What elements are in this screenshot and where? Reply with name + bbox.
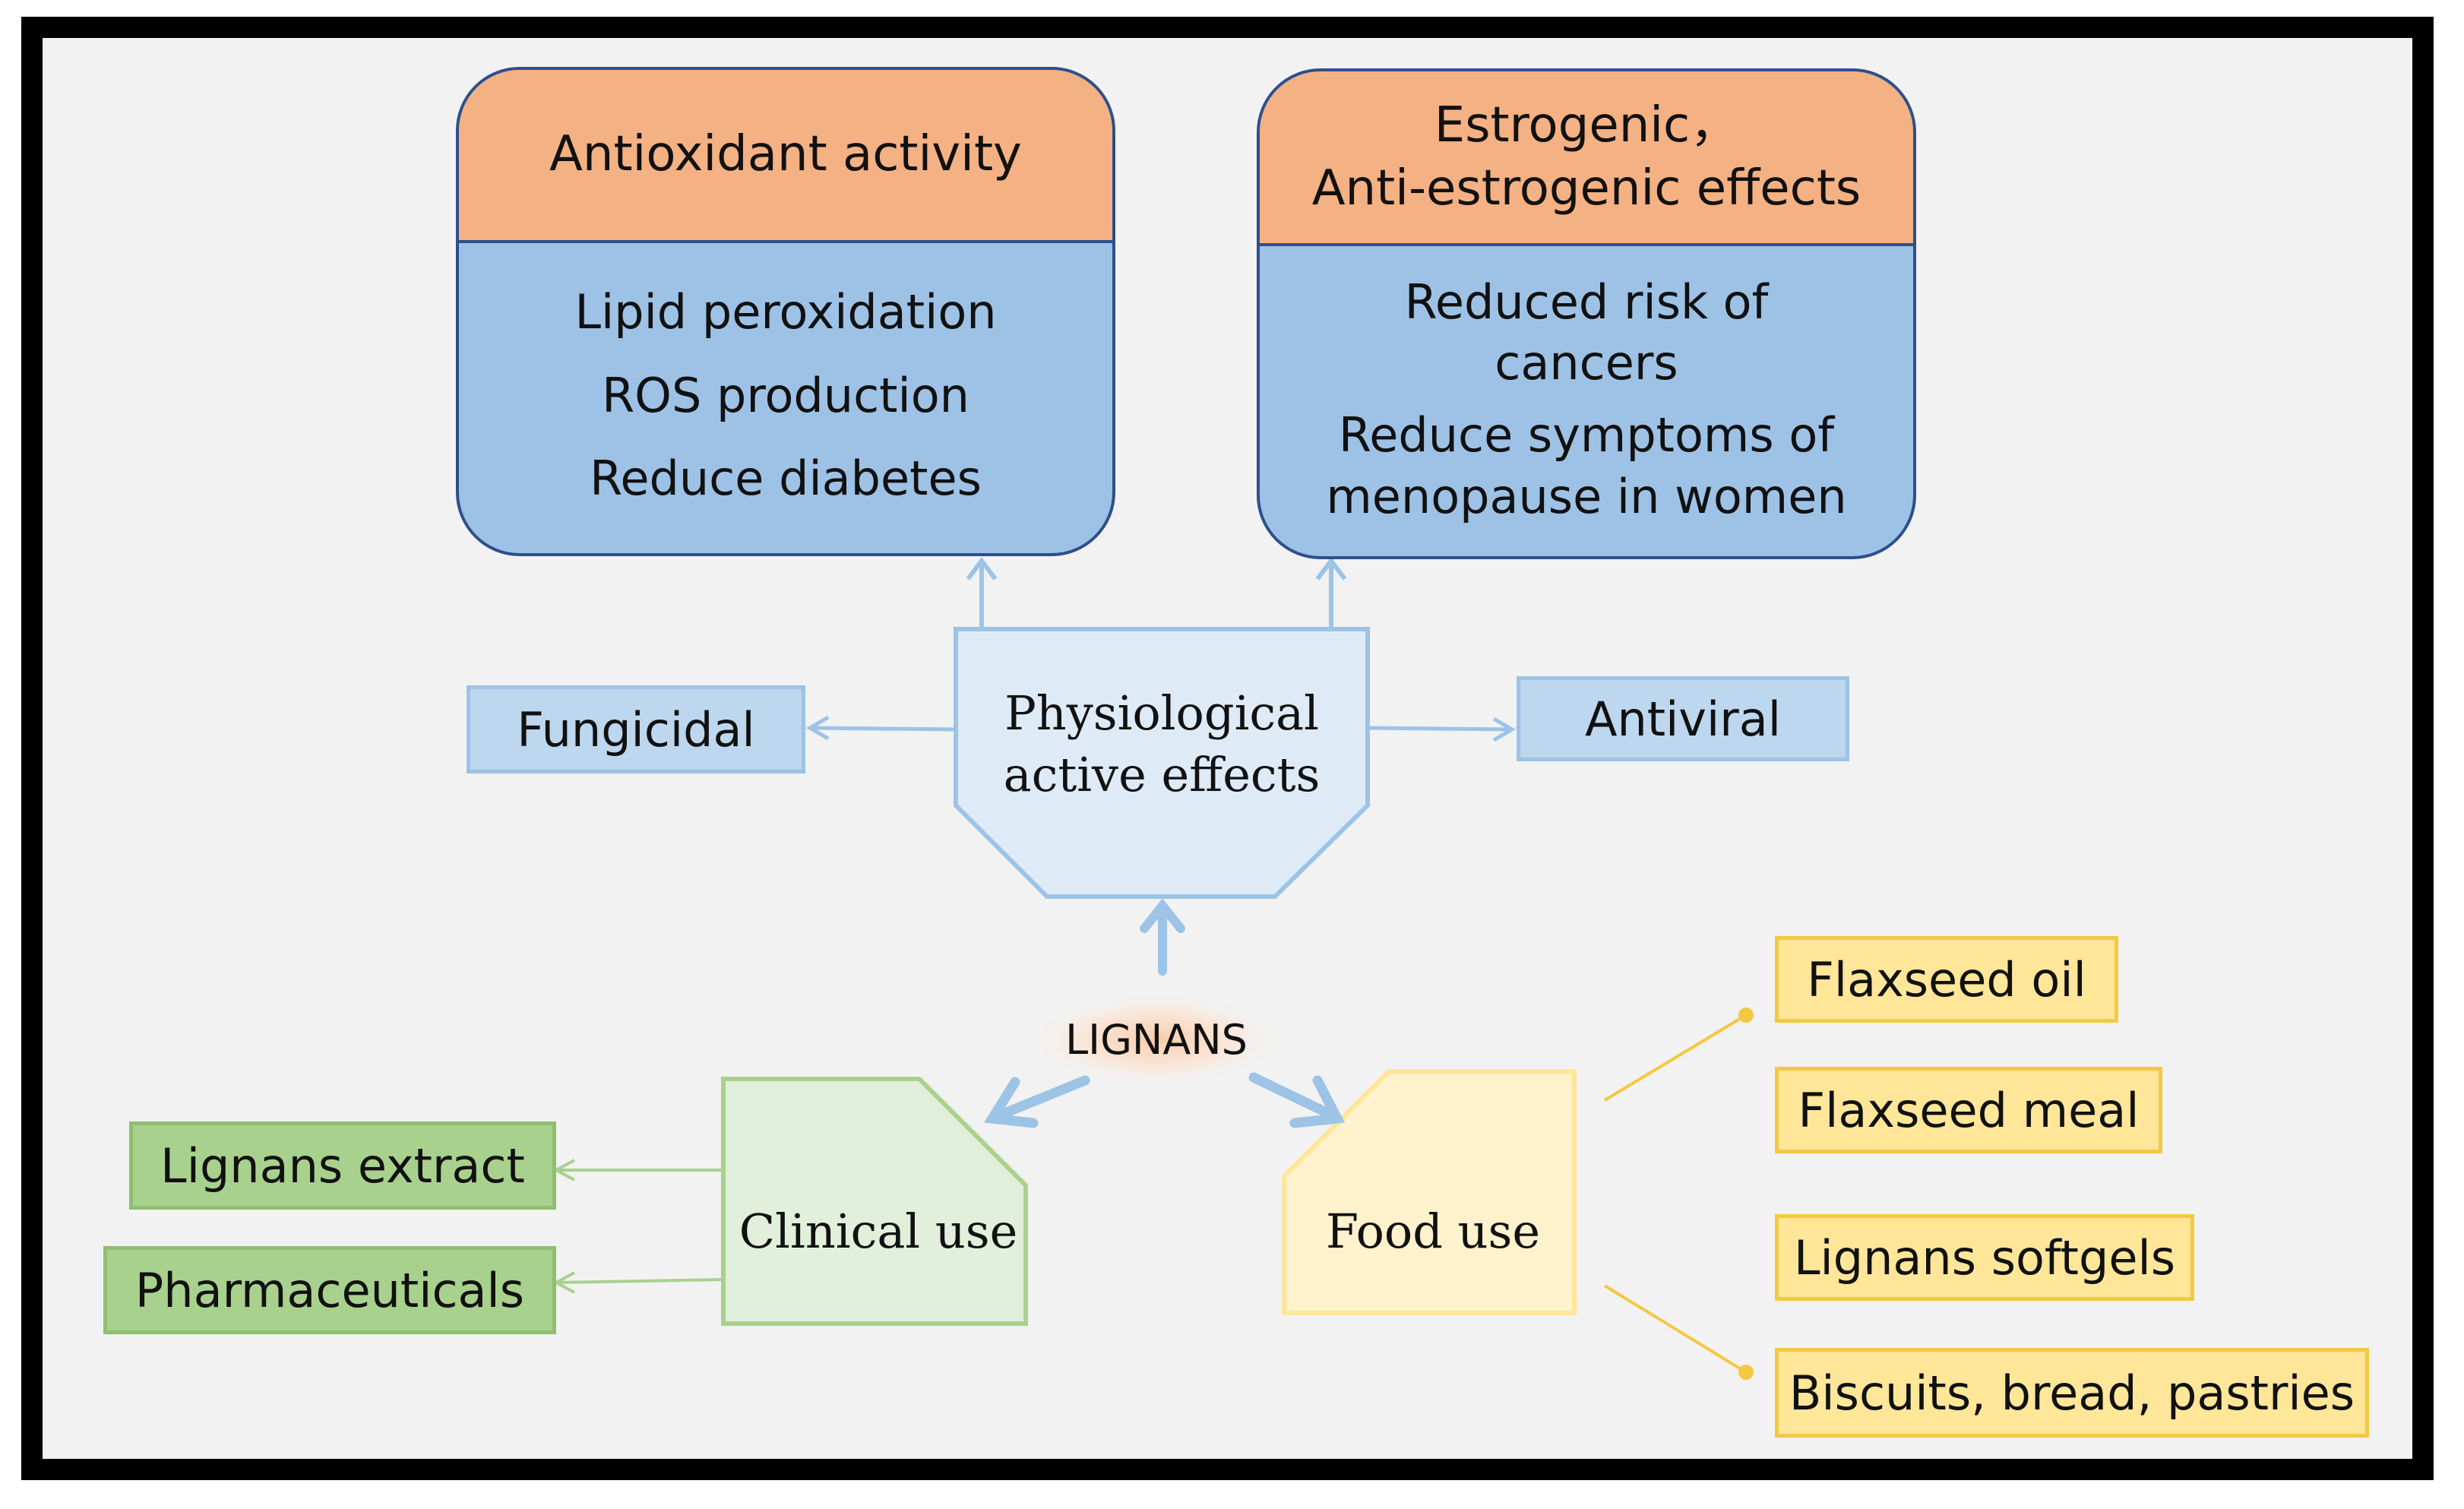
estrogenic-title-line2: Anti-estrogenic effects bbox=[1311, 160, 1861, 217]
antiviral-box: Antiviral bbox=[1517, 676, 1849, 761]
lignans-root: LIGNANS bbox=[1035, 1009, 1278, 1070]
clinical-use-shape bbox=[721, 1077, 1028, 1326]
food-use-text: Food use bbox=[1325, 1203, 1541, 1259]
line-to-biscuits bbox=[1603, 1284, 1754, 1380]
diagram-frame bbox=[21, 17, 2434, 1480]
clinical-use-text: Clinical use bbox=[739, 1203, 1018, 1259]
arrow-to-estrogenic bbox=[1315, 557, 1347, 629]
physiological-line2: active effects bbox=[1003, 747, 1321, 802]
food-use-label: Food use bbox=[1292, 1193, 1574, 1269]
line-to-flaxseed-oil bbox=[1603, 1008, 1754, 1102]
antioxidant-title: Antioxidant activity bbox=[549, 126, 1022, 183]
estrogenic-item-menopause: Reduce symptoms of menopause in women bbox=[1326, 405, 1846, 527]
estrogenic-item-cancer: Reduced risk of cancers bbox=[1405, 272, 1769, 394]
estrogenic-item-menopause-line2: menopause in women bbox=[1326, 468, 1847, 524]
physiological-effects-label: Physiological active effects bbox=[956, 669, 1368, 821]
biscuits-box: Biscuits, bread, pastries bbox=[1775, 1348, 2369, 1438]
lignans-extract-label: Lignans extract bbox=[160, 1137, 525, 1194]
physiological-effects-shape bbox=[954, 627, 1370, 899]
estrogenic-item-cancer-line1: Reduced risk of bbox=[1404, 274, 1769, 330]
antioxidant-card-header: Antioxidant activity bbox=[459, 70, 1112, 243]
pharmaceuticals-label: Pharmaceuticals bbox=[134, 1262, 525, 1318]
estrogenic-card: Estrogenic， Anti-estrogenic effects Redu… bbox=[1257, 68, 1916, 559]
antioxidant-card: Antioxidant activity Lipid peroxidation … bbox=[456, 67, 1115, 556]
arrow-to-antioxidant bbox=[966, 557, 998, 629]
lignans-label: LIGNANS bbox=[1065, 1015, 1248, 1064]
lignans-softgels-box: Lignans softgels bbox=[1775, 1214, 2194, 1301]
arrow-to-pharmaceuticals bbox=[552, 1271, 724, 1294]
estrogenic-card-body: Reduced risk of cancers Reduce symptoms … bbox=[1260, 246, 1913, 556]
lignans-extract-box: Lignans extract bbox=[129, 1121, 556, 1210]
flaxseed-oil-box: Flaxseed oil bbox=[1775, 936, 2118, 1023]
arrow-lignans-to-food bbox=[1248, 1072, 1346, 1128]
flaxseed-meal-box: Flaxseed meal bbox=[1775, 1067, 2162, 1153]
antioxidant-card-body: Lipid peroxidation ROS production Reduce… bbox=[459, 243, 1112, 553]
arrow-lignans-to-clinical bbox=[984, 1075, 1090, 1128]
flaxseed-oil-label: Flaxseed oil bbox=[1807, 951, 2086, 1008]
fungicidal-box: Fungicidal bbox=[467, 685, 805, 773]
physiological-line1: Physiological bbox=[1004, 685, 1319, 742]
antiviral-label: Antiviral bbox=[1585, 691, 1781, 747]
arrow-to-fungicidal bbox=[806, 715, 957, 741]
antioxidant-item-lipid: Lipid peroxidation bbox=[574, 284, 997, 340]
pharmaceuticals-box: Pharmaceuticals bbox=[103, 1246, 556, 1334]
estrogenic-title-line1: Estrogenic， bbox=[1434, 96, 1739, 153]
food-use-shape bbox=[1282, 1069, 1577, 1315]
fungicidal-label: Fungicidal bbox=[517, 701, 755, 758]
estrogenic-card-header: Estrogenic， Anti-estrogenic effects bbox=[1260, 71, 1913, 246]
biscuits-label: Biscuits, bread, pastries bbox=[1789, 1365, 2355, 1421]
antioxidant-item-ros: ROS production bbox=[602, 367, 969, 423]
antioxidant-item-diabetes: Reduce diabetes bbox=[590, 451, 982, 507]
estrogenic-item-menopause-line1: Reduce symptoms of bbox=[1338, 407, 1835, 463]
arrow-to-lignans-extract bbox=[552, 1159, 723, 1182]
arrow-lignans-to-center bbox=[1140, 898, 1185, 976]
estrogenic-item-cancer-line2: cancers bbox=[1495, 335, 1678, 391]
lignans-glow bbox=[1027, 992, 1286, 1087]
clinical-use-label: Clinical use bbox=[731, 1193, 1026, 1269]
flaxseed-meal-label: Flaxseed meal bbox=[1798, 1082, 2140, 1138]
lignans-softgels-label: Lignans softgels bbox=[1793, 1229, 2176, 1286]
arrow-to-antiviral bbox=[1367, 717, 1516, 742]
